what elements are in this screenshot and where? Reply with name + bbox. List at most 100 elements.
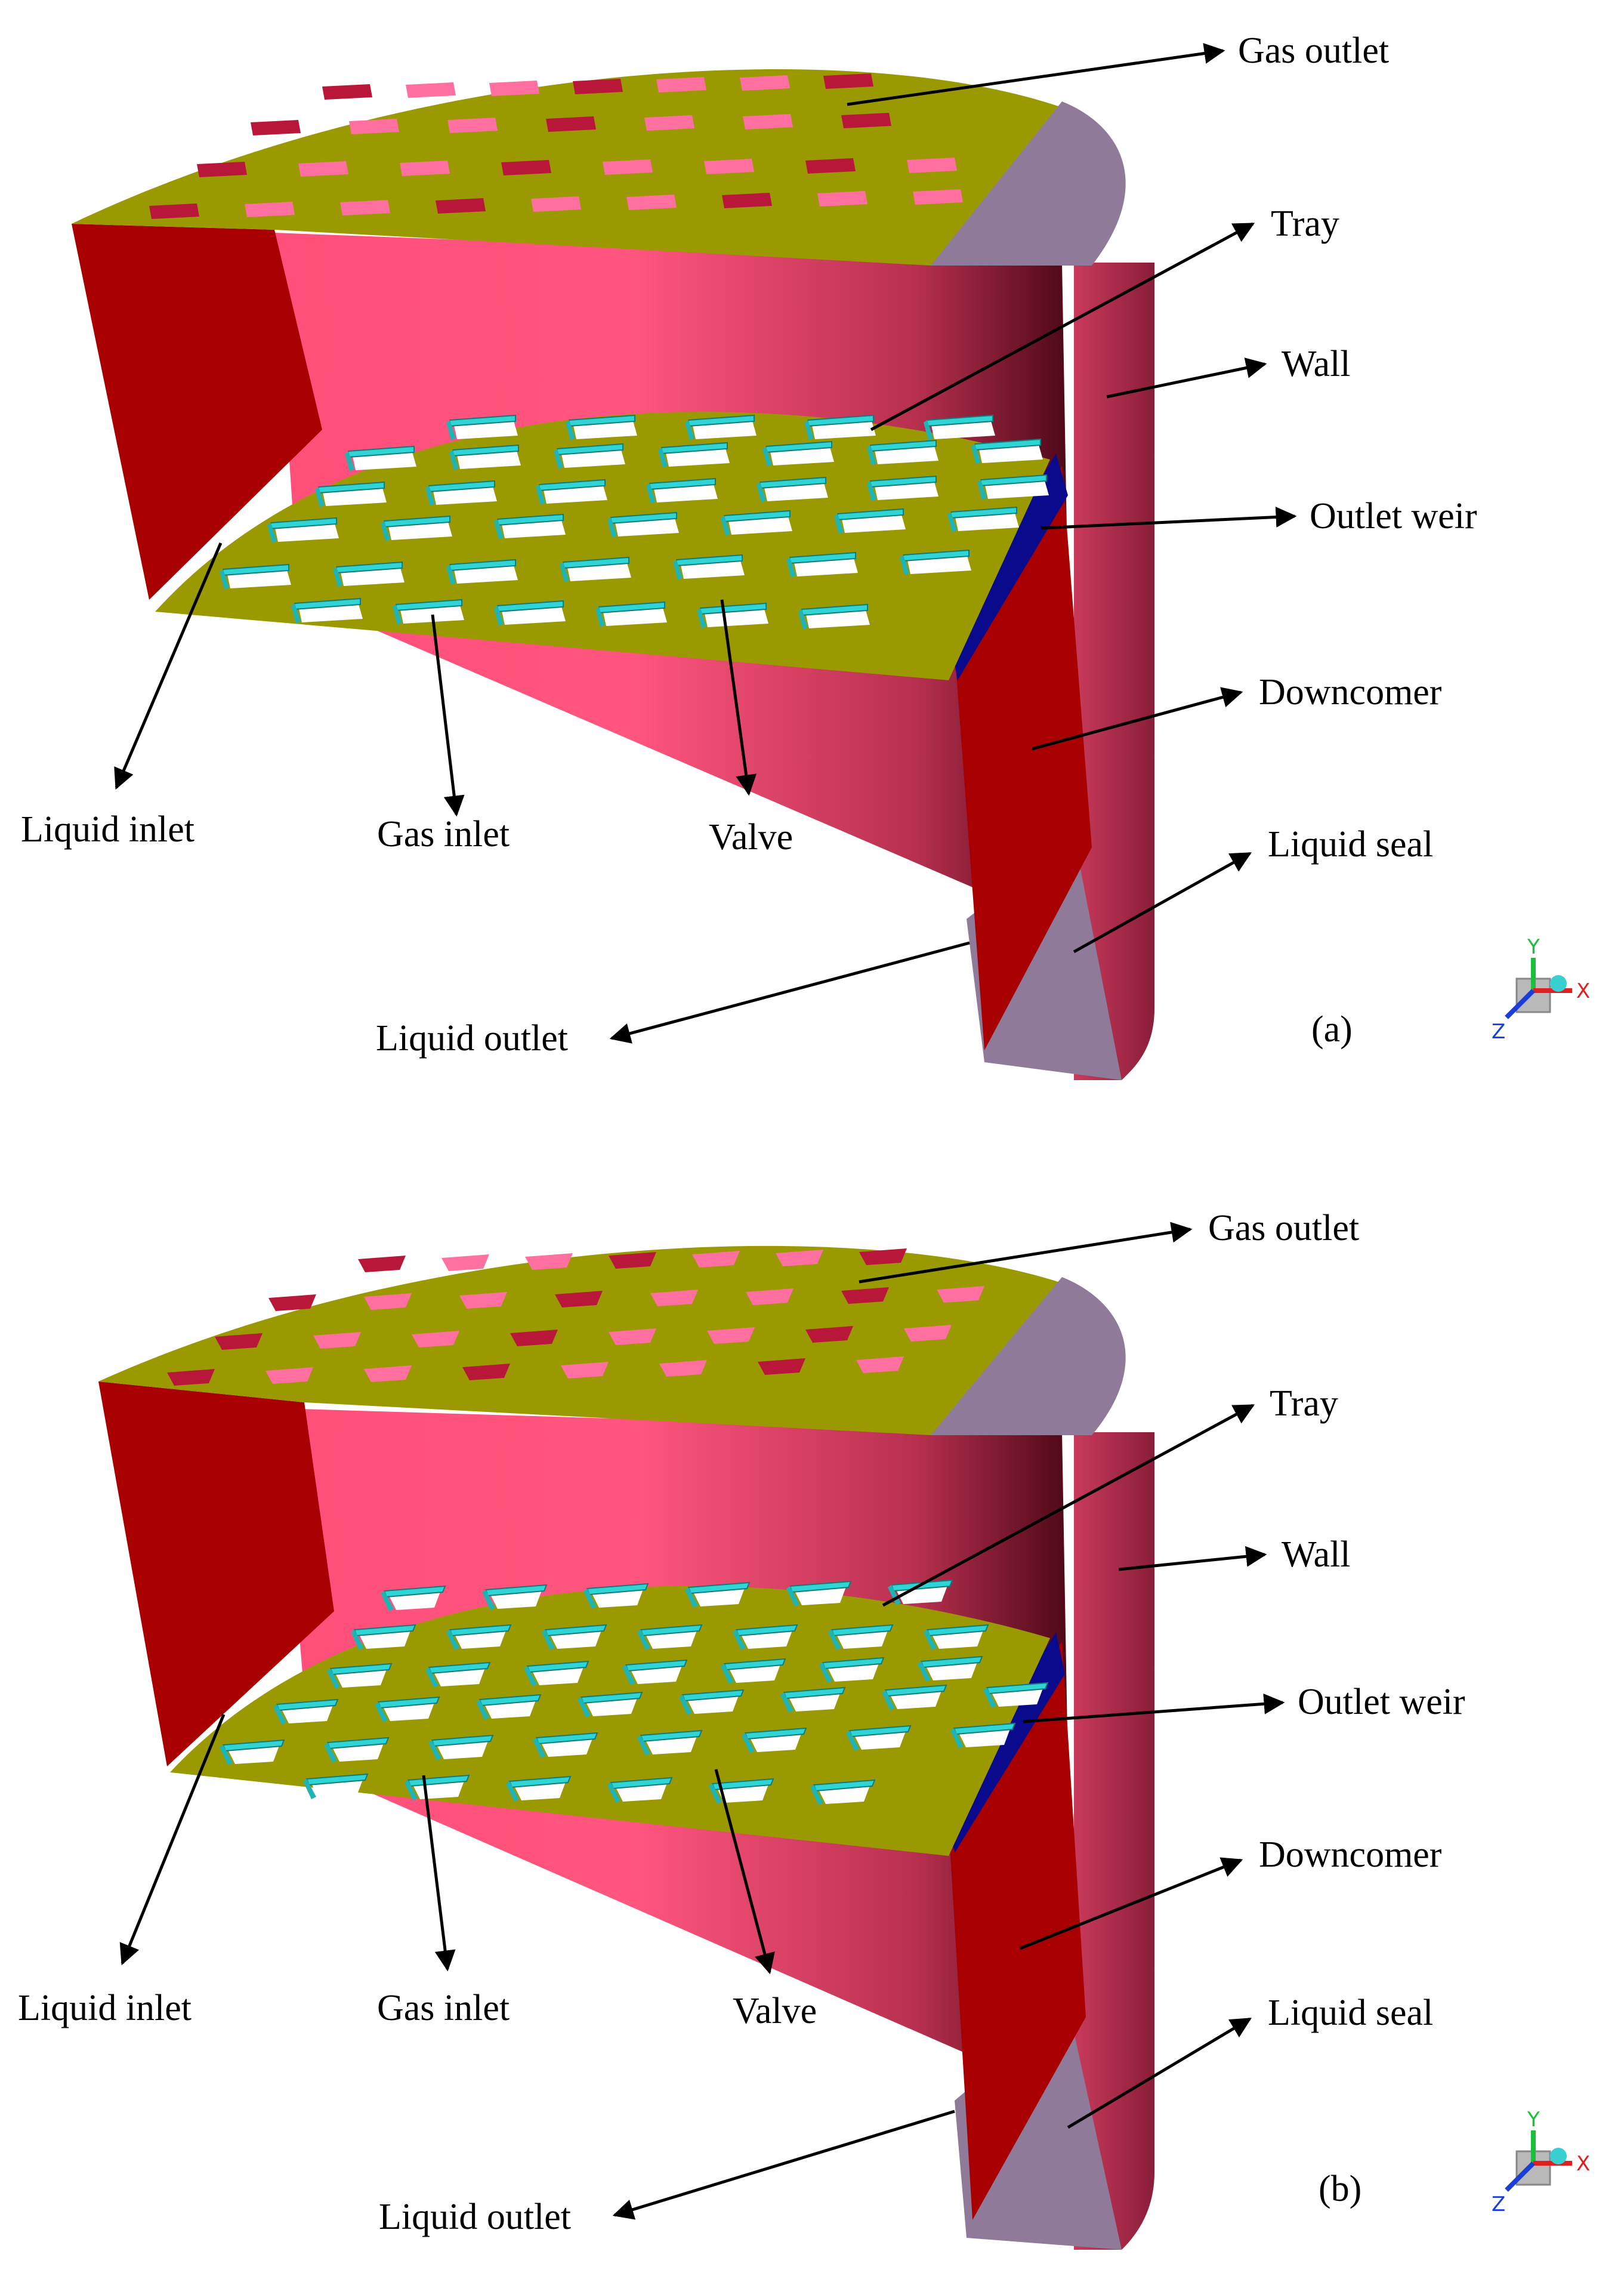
gas-hole-icon xyxy=(609,1252,656,1269)
valve-icon xyxy=(709,1778,774,1804)
valve-icon xyxy=(506,1775,572,1802)
valve-icon xyxy=(867,475,938,501)
arrow-valve xyxy=(714,1769,775,1975)
gas-hole-icon xyxy=(441,1254,489,1271)
gas-holes-a xyxy=(149,73,963,219)
upper-tray xyxy=(72,69,1080,266)
valve-icon xyxy=(685,1581,751,1608)
valve-icon xyxy=(476,1694,542,1720)
triad-y-label: Y xyxy=(1527,2108,1540,2132)
outlet-weir xyxy=(949,454,1068,680)
valve-icon xyxy=(819,1657,885,1683)
valve-icon xyxy=(220,1739,285,1765)
valve-icon xyxy=(882,1684,947,1710)
valve-icon xyxy=(673,554,745,580)
gas-hole-icon xyxy=(561,1362,609,1378)
gas-hole-icon xyxy=(913,189,963,205)
valve-icon xyxy=(983,1682,1049,1708)
valve-icon xyxy=(846,1725,912,1751)
valve-icon xyxy=(267,517,339,543)
valve-icon xyxy=(950,1722,1016,1748)
triad-z-axis xyxy=(1505,989,1535,1019)
valve-icon xyxy=(786,1580,852,1606)
triad-x-label: X xyxy=(1576,979,1590,1003)
valve-icon xyxy=(446,414,518,440)
panel-a: Gas outlet Tray Wall Outlet weir Downcom… xyxy=(21,30,1590,1080)
label-tray: Tray xyxy=(1271,203,1339,244)
valves-a xyxy=(220,414,1049,630)
valve-icon xyxy=(533,1732,598,1758)
valve-icon xyxy=(393,599,464,625)
panel-label-b: (b) xyxy=(1319,2169,1361,2209)
label-liquid-outlet: Liquid outlet xyxy=(376,1018,568,1059)
triad-y-label: Y xyxy=(1527,935,1540,959)
gas-hole-icon xyxy=(167,1369,215,1386)
label-gas-outlet: Gas outlet xyxy=(1238,30,1389,71)
valve-icon xyxy=(924,414,995,440)
gas-hole-icon xyxy=(659,1360,707,1377)
gas-hole-icon xyxy=(525,1253,573,1270)
valve-icon xyxy=(637,1624,703,1650)
label-wall: Wall xyxy=(1282,1534,1351,1575)
valve-icon xyxy=(780,1686,846,1713)
valve-icon xyxy=(324,1737,390,1763)
gas-hole-icon xyxy=(215,1333,263,1350)
valve-icon xyxy=(697,602,768,628)
arrow-liquid-inlet xyxy=(114,542,223,790)
gas-hole-icon xyxy=(656,77,706,92)
gas-hole-icon xyxy=(313,1332,361,1349)
valve-icon xyxy=(315,481,387,507)
valve-icon xyxy=(425,1661,491,1688)
valve-icon xyxy=(425,480,497,506)
arrow-gas-outlet xyxy=(847,43,1225,106)
gas-hole-icon xyxy=(501,160,551,175)
gas-hole-icon xyxy=(746,1288,794,1305)
gas-hole-icon xyxy=(489,81,539,96)
valve-icon xyxy=(333,561,405,587)
valve-icon xyxy=(303,1773,369,1799)
valve-icon xyxy=(291,597,363,624)
gas-hole-icon xyxy=(707,1327,755,1344)
arrow-wall xyxy=(1106,357,1267,399)
panel-label-a: (a) xyxy=(1311,1009,1353,1050)
gas-hole-icon xyxy=(459,1292,507,1309)
gas-hole-icon xyxy=(149,203,199,219)
valve-icon xyxy=(560,556,631,582)
annotations-a: Gas outlet Tray Wall Outlet weir Downcom… xyxy=(21,30,1477,1059)
gas-hole-icon xyxy=(856,1356,904,1373)
gas-hole-icon xyxy=(704,159,754,174)
gas-hole-icon xyxy=(412,1331,459,1347)
valve-icon xyxy=(721,1658,786,1684)
gas-hole-icon xyxy=(573,79,623,94)
label-outlet-weir: Outlet weir xyxy=(1298,1682,1465,1722)
gas-hole-icon xyxy=(609,1328,656,1345)
gas-hole-icon xyxy=(265,1367,313,1384)
gas-hole-icon xyxy=(364,1293,412,1310)
gas-hole-icon xyxy=(245,202,295,217)
arrow-tray xyxy=(870,222,1255,431)
gas-hole-icon xyxy=(555,1291,603,1307)
valve-icon xyxy=(900,549,971,575)
valve-icon xyxy=(971,438,1043,464)
arrow-liquid-inlet xyxy=(119,1714,226,1966)
axes-triad-b: Y X Z xyxy=(1492,2108,1590,2216)
gas-hole-icon xyxy=(447,118,498,133)
arrow-liquid-outlet xyxy=(612,2110,955,2220)
valve-icon xyxy=(595,601,667,627)
gas-hole-icon xyxy=(740,75,790,91)
gas-hole-icon xyxy=(758,1358,805,1375)
gas-hole-icon xyxy=(907,158,957,173)
arrow-gas-outlet xyxy=(859,1222,1193,1284)
valves-b xyxy=(220,1579,1049,1805)
arrow-valve xyxy=(720,599,757,796)
gas-hole-icon xyxy=(904,1325,952,1342)
triad-z-label: Z xyxy=(1492,1020,1505,1044)
upper-cap xyxy=(931,1277,1126,1435)
gas-hole-icon xyxy=(510,1330,558,1346)
valve-icon xyxy=(220,563,291,590)
gas-hole-icon xyxy=(462,1364,510,1380)
valve-icon xyxy=(542,1624,607,1650)
valve-icon xyxy=(786,551,858,578)
valve-icon xyxy=(381,1585,446,1611)
